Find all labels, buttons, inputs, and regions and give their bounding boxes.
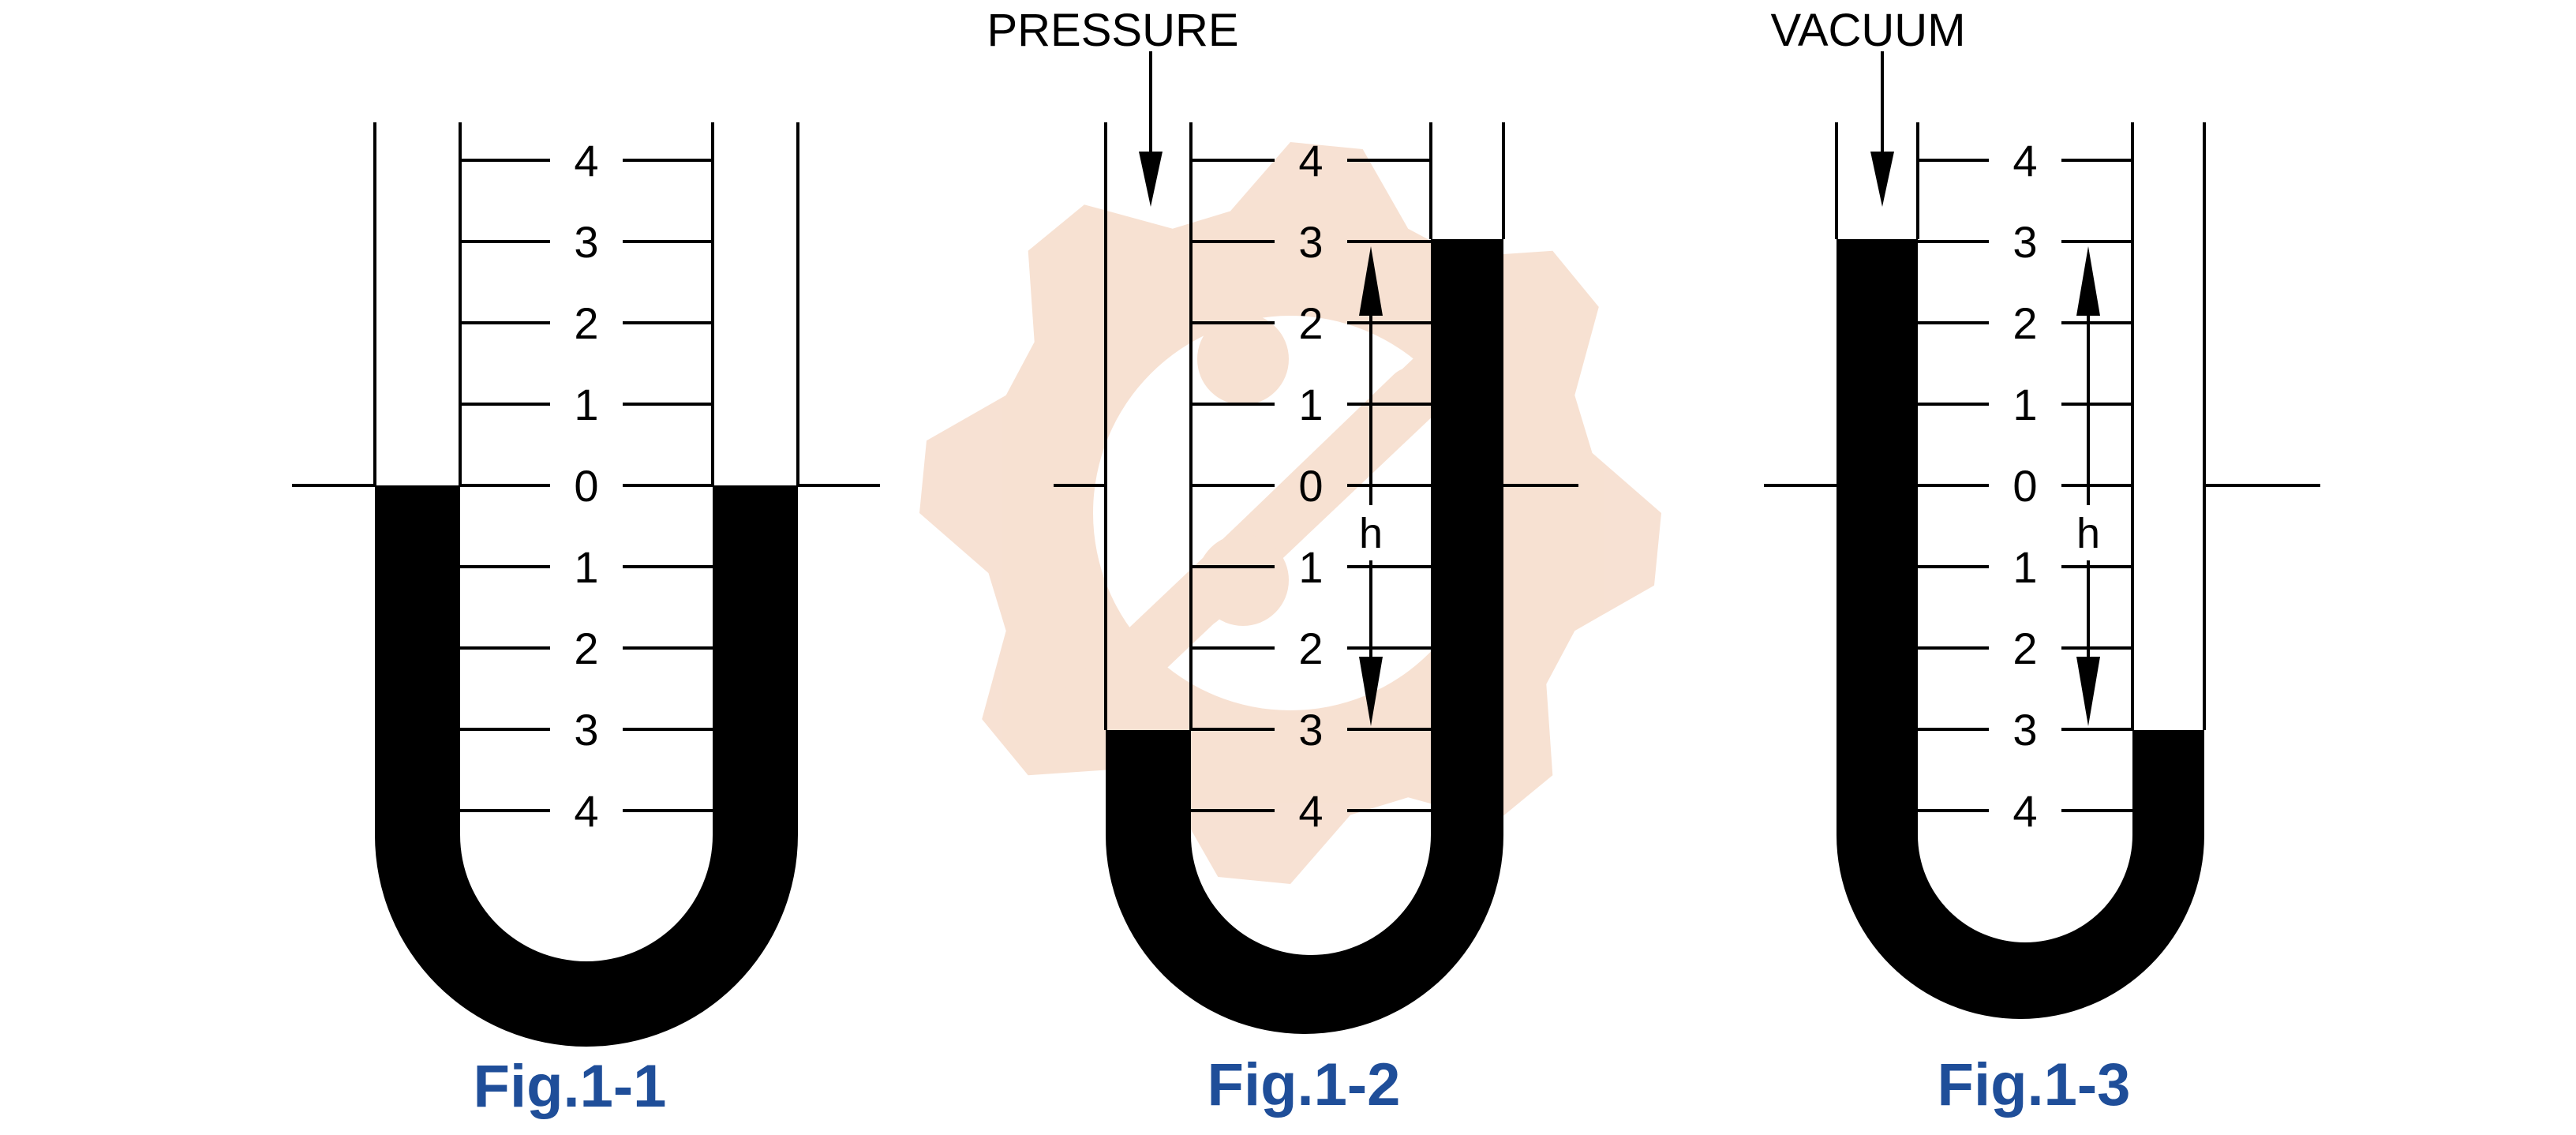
scale: 4 3 2 1 0 1 2 3 4 xyxy=(460,136,713,836)
h-arrow-down-head xyxy=(2076,657,2100,726)
h-arrow-down-head xyxy=(1359,657,1383,726)
scale-number: 3 xyxy=(1298,705,1323,755)
scale-number: 1 xyxy=(1298,380,1323,429)
scale-number: 2 xyxy=(1298,298,1323,348)
scale-number: 4 xyxy=(574,786,598,836)
scale-number: 1 xyxy=(1298,542,1323,592)
figure-1-2: 4 3 2 1 0 1 2 3 4 PRESSURE h Fig.1-2 xyxy=(987,5,1578,1118)
figure-caption: Fig.1-2 xyxy=(1208,1051,1401,1118)
figure-caption: Fig.1-1 xyxy=(474,1053,667,1120)
pressure-arrow-head xyxy=(1139,152,1163,207)
scale-number: 4 xyxy=(1298,786,1323,836)
scale-number: 3 xyxy=(1298,217,1323,267)
h-arrow-up-head xyxy=(1359,246,1383,316)
figure-caption: Fig.1-3 xyxy=(1938,1051,2131,1118)
scale-number: 2 xyxy=(1298,624,1323,673)
scale-number: 2 xyxy=(574,624,598,673)
scale-number: 4 xyxy=(574,136,598,185)
scale: 4 3 2 1 0 1 2 3 4 xyxy=(1191,136,1431,836)
fluid-column xyxy=(375,485,798,1047)
scale-number: 1 xyxy=(2012,542,2037,592)
scale-number: 0 xyxy=(1298,461,1323,511)
scale-number: 3 xyxy=(2012,217,2037,267)
h-label: h xyxy=(2076,510,2100,557)
scale-number: 2 xyxy=(2012,298,2037,348)
scale-number: 4 xyxy=(1298,136,1323,185)
scale-number: 4 xyxy=(2012,786,2037,836)
scale-number: 1 xyxy=(574,380,598,429)
gear-logo-watermark xyxy=(919,142,1661,884)
h-label: h xyxy=(1359,510,1383,557)
scale-number: 1 xyxy=(574,542,598,592)
fluid-column xyxy=(1837,239,2204,1019)
h-arrow-up-head xyxy=(2076,246,2100,316)
scale: 4 3 2 1 0 1 2 3 4 xyxy=(1918,136,2132,836)
scale-number: 0 xyxy=(2012,461,2037,511)
scale-number: 2 xyxy=(574,298,598,348)
scale-number: 1 xyxy=(2012,380,2037,429)
scale-number: 3 xyxy=(2012,705,2037,755)
vacuum-label: VACUUM xyxy=(1770,5,1965,56)
scale-number: 3 xyxy=(574,705,598,755)
figure-1-1: 4 3 2 1 0 1 2 3 4 Fig.1-1 xyxy=(292,122,880,1120)
figure-1-3: 4 3 2 1 0 1 2 3 4 VACUUM h Fig.1-3 xyxy=(1764,5,2320,1118)
scale-number: 2 xyxy=(2012,624,2037,673)
vacuum-arrow-head xyxy=(1870,152,1894,207)
pressure-label: PRESSURE xyxy=(987,5,1238,56)
scale-number: 4 xyxy=(2012,136,2037,185)
scale-number: 0 xyxy=(574,461,598,511)
fluid-column xyxy=(1106,239,1503,1034)
scale-number: 3 xyxy=(574,217,598,267)
